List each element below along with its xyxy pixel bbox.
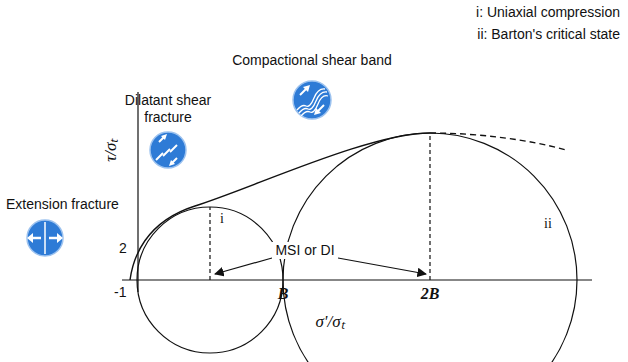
axis-title: τ/σₜ <box>102 138 122 161</box>
envelope-extension <box>430 133 566 150</box>
legend-note: ii: Barton's critical state <box>477 26 620 43</box>
tick-label: 2 <box>119 240 127 257</box>
circle-label: ii <box>544 216 552 233</box>
legend-note: i: Uniaxial compression <box>476 4 620 21</box>
tau-axis <box>137 92 138 292</box>
dilatant-icon <box>150 132 186 168</box>
failure-envelope <box>130 133 430 280</box>
center-line-ii <box>429 133 430 280</box>
tick-label: -1 <box>114 284 126 301</box>
pointer-arrow <box>338 258 426 274</box>
sigma-axis <box>122 279 592 280</box>
extension-icon <box>27 220 63 256</box>
mohr-circle-i <box>137 207 283 353</box>
tick-label: B <box>278 284 289 303</box>
tick-label: 2B <box>421 284 440 303</box>
compaction-icon <box>293 81 331 119</box>
pointer-label: MSI or DI <box>272 242 337 259</box>
mode-label: Dilatant shear fracture <box>109 92 227 126</box>
circle-label: i <box>220 211 224 228</box>
mode-label: Compactional shear band <box>232 52 392 69</box>
axis-title: σ'/σₜ <box>315 312 344 332</box>
pointer-arrow <box>215 258 272 274</box>
mode-label: Extension fracture <box>6 196 119 213</box>
center-line-i <box>209 207 210 280</box>
